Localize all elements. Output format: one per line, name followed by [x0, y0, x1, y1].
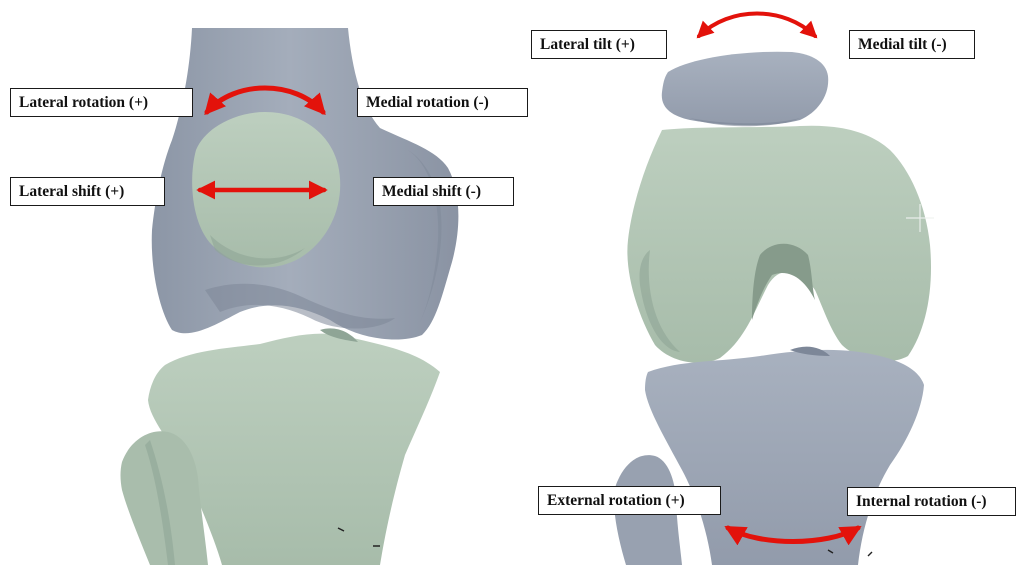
- internal-rotation-label: Internal rotation (-): [847, 487, 1016, 516]
- right-patella: [662, 52, 828, 126]
- lateral-medial-tilt-arrow: [699, 14, 815, 37]
- right-knee-view: [614, 14, 934, 565]
- lateral-rotation-label: Lateral rotation (+): [10, 88, 193, 117]
- right-tibia: [645, 350, 924, 565]
- lateral-shift-label: Lateral shift (+): [10, 177, 165, 206]
- external-rotation-label: External rotation (+): [538, 486, 721, 515]
- medial-rotation-label: Medial rotation (-): [357, 88, 528, 117]
- lateral-tilt-label: Lateral tilt (+): [531, 30, 667, 59]
- medial-shift-label: Medial shift (-): [373, 177, 514, 206]
- medial-tilt-label: Medial tilt (-): [849, 30, 975, 59]
